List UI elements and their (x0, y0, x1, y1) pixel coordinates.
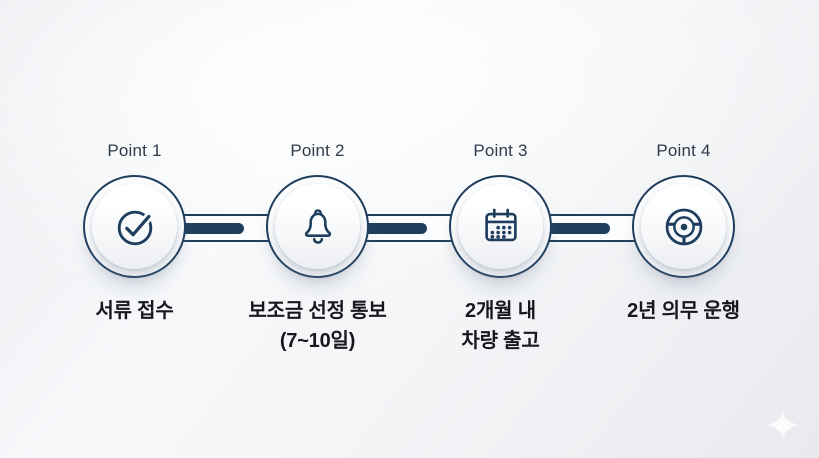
step-2-circle-inner (275, 184, 360, 269)
step-1-circle (83, 175, 186, 278)
step-1-point-label: Point 1 (107, 141, 162, 160)
steps-row: Point 1 서류 접수 Point 2 (43, 140, 775, 356)
step-3-caption-line1: 2개월 내 (465, 300, 536, 322)
step-3-circle-inner (458, 184, 543, 269)
step-2-caption: 보조금 선정 통보 (7~10일) (248, 296, 386, 356)
step-1-caption: 서류 접수 (95, 296, 173, 326)
steering-wheel-icon (662, 205, 706, 249)
step-2-circle (266, 175, 369, 278)
step-2-caption-line1: 보조금 선정 통보 (248, 300, 387, 322)
step-3-point-label: Point 3 (473, 141, 528, 160)
step-1-circle-inner (92, 184, 177, 269)
step-4: Point 4 2년 의무 운 (592, 140, 775, 356)
check-circle-icon (112, 204, 158, 250)
step-3: Point 3 (409, 140, 592, 356)
step-2-caption-line2: (7~10일) (279, 330, 356, 352)
connector-bar-1-2 (140, 223, 244, 234)
step-1: Point 1 서류 접수 (43, 140, 226, 356)
connector-bar-3-4 (506, 223, 610, 234)
step-4-caption-line1: 2년 의무 운행 (627, 300, 740, 322)
step-4-point-label: Point 4 (656, 141, 711, 160)
step-1-caption-line1: 서류 접수 (95, 300, 174, 322)
step-2: Point 2 보조금 선정 통보 (7~10일) (226, 140, 409, 356)
step-4-circle (632, 175, 735, 278)
step-2-point-label: Point 2 (290, 141, 345, 160)
step-4-circle-inner (641, 184, 726, 269)
sparkle-icon (768, 410, 798, 440)
step-3-circle (449, 175, 552, 278)
step-4-caption: 2년 의무 운행 (627, 296, 740, 326)
calendar-icon (478, 204, 524, 250)
step-3-caption-line2: 차량 출고 (461, 330, 540, 352)
step-3-caption: 2개월 내 차량 출고 (461, 296, 539, 356)
bell-icon (296, 205, 340, 249)
connector-bar-2-3 (323, 223, 427, 234)
